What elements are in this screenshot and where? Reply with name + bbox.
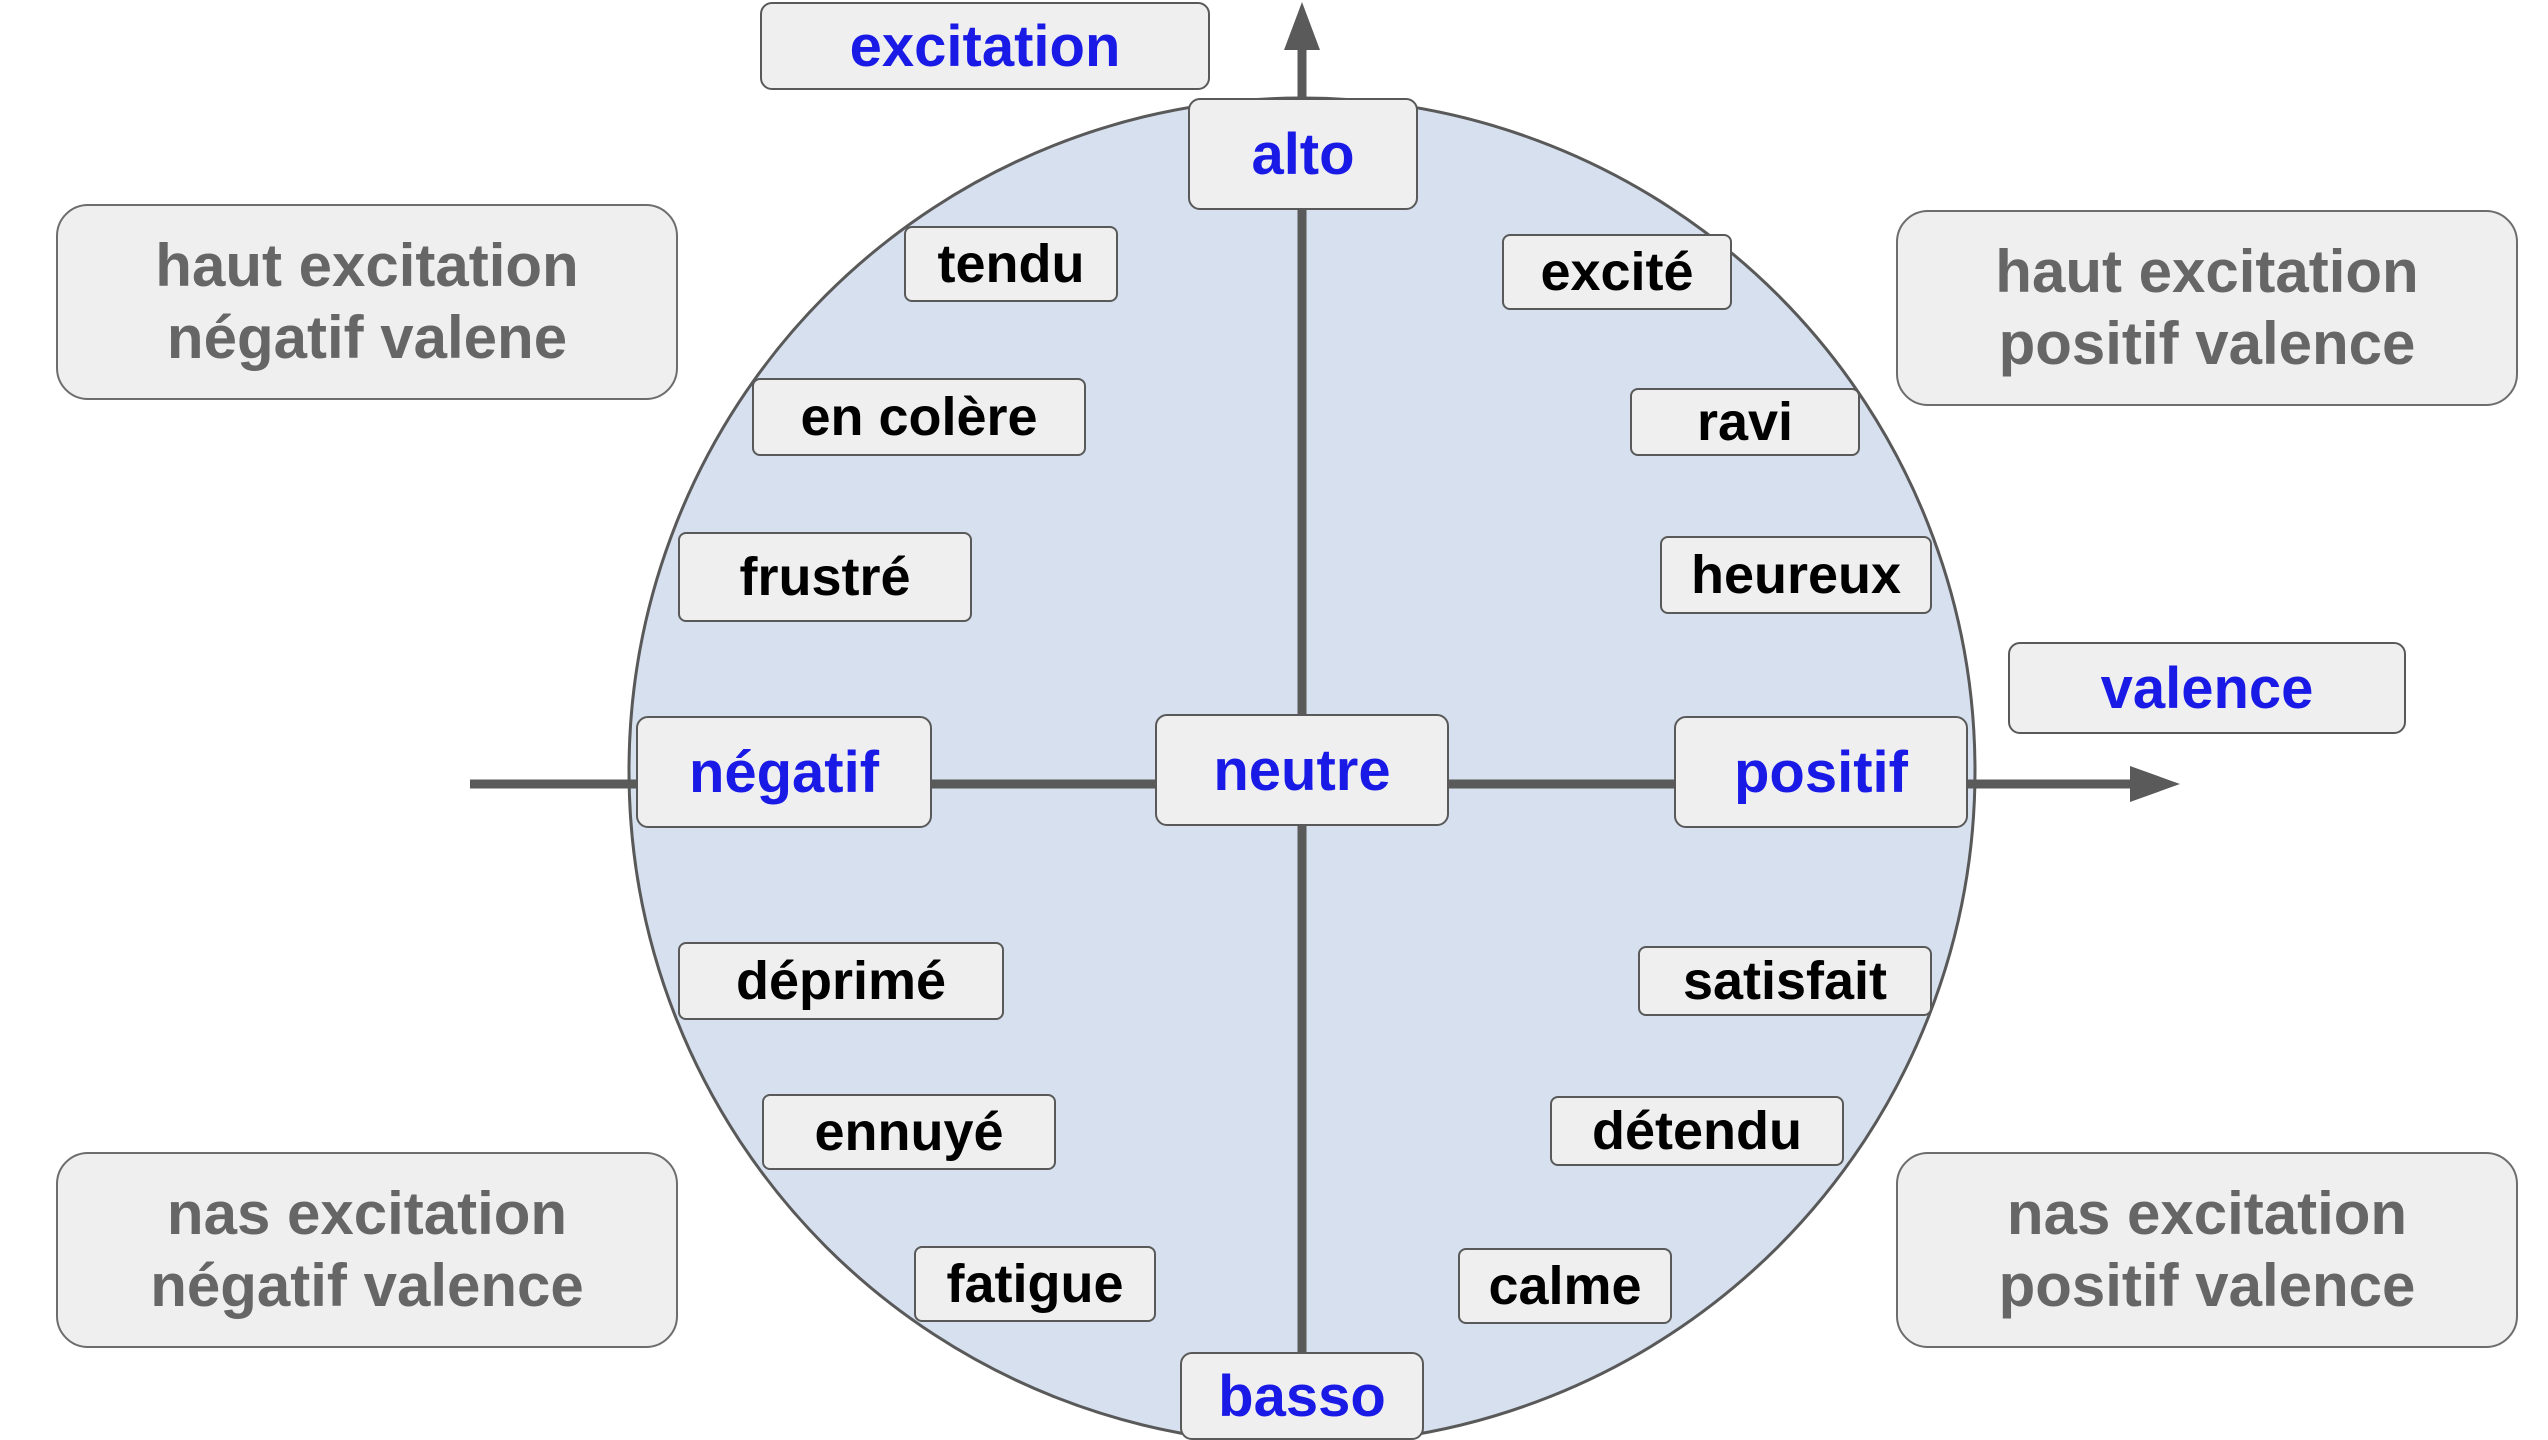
quadrant-label-top-left: haut excitation négatif valene <box>56 204 678 400</box>
quadrant-line: nas excitation <box>2006 1180 2408 1247</box>
quadrant-line: haut excitation <box>155 232 579 299</box>
quadrant-line: nas excitation <box>166 1180 568 1247</box>
axis-title-excitation: excitation <box>760 2 1210 90</box>
quadrant-line: positif valence <box>1998 1252 2416 1319</box>
axis-label-center: neutre <box>1155 714 1449 826</box>
axis-label-bottom: basso <box>1180 1352 1424 1440</box>
emotion-label-tendu: tendu <box>904 226 1118 302</box>
axis-title-valence: valence <box>2008 642 2406 734</box>
axis-label-left: négatif <box>636 716 932 828</box>
quadrant-label-top-right: haut excitation positif valence <box>1896 210 2518 406</box>
emotion-label-en-colere: en colère <box>752 378 1086 456</box>
vertical-axis-arrowhead <box>1284 2 1320 50</box>
quadrant-label-bottom-right: nas excitation positif valence <box>1896 1152 2518 1348</box>
quadrant-line: négatif valene <box>166 304 568 371</box>
quadrant-line: positif valence <box>1998 310 2416 377</box>
emotion-label-ravi: ravi <box>1630 388 1860 456</box>
quadrant-line: négatif valence <box>150 1252 584 1319</box>
axis-label-right: positif <box>1674 716 1968 828</box>
quadrant-label-bottom-left: nas excitation négatif valence <box>56 1152 678 1348</box>
emotion-label-excite: excité <box>1502 234 1732 310</box>
horizontal-axis-arrowhead <box>2130 766 2180 802</box>
emotion-label-detendu: détendu <box>1550 1096 1844 1166</box>
emotion-label-frustre: frustré <box>678 532 972 622</box>
emotion-label-satisfait: satisfait <box>1638 946 1932 1016</box>
axis-label-top: alto <box>1188 98 1418 210</box>
emotion-label-fatigue: fatigue <box>914 1246 1156 1322</box>
quadrant-line: haut excitation <box>1995 238 2419 305</box>
emotion-label-ennuye: ennuyé <box>762 1094 1056 1170</box>
emotion-label-deprime: déprimé <box>678 942 1004 1020</box>
emotion-label-heureux: heureux <box>1660 536 1932 614</box>
emotion-label-calme: calme <box>1458 1248 1672 1324</box>
